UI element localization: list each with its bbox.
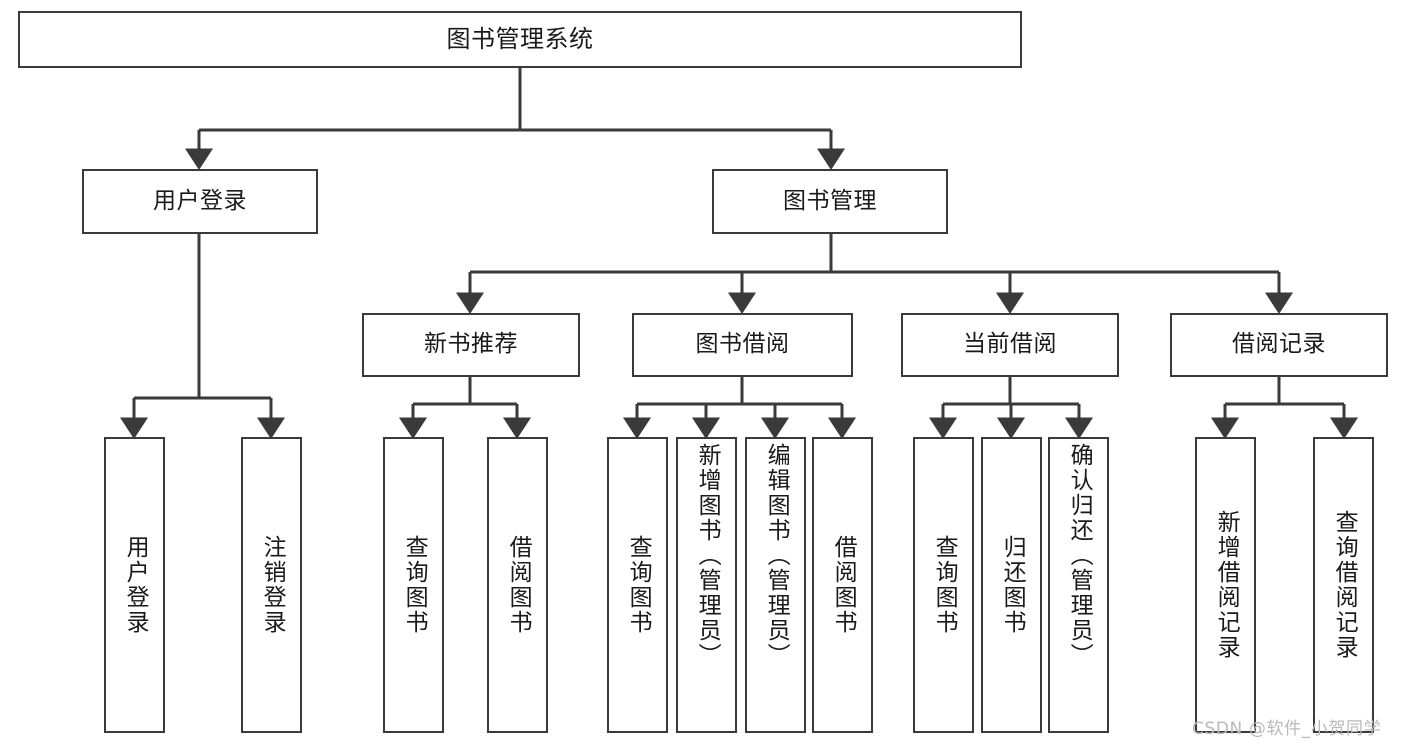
leaf-current-return-book[interactable]: 归还图书 <box>981 437 1042 733</box>
node-label: 新增图书（管理员） <box>694 443 721 668</box>
node-label: 归还图书 <box>999 535 1026 635</box>
node-borrow-record[interactable]: 借阅记录 <box>1170 313 1388 377</box>
node-label: 图书管理 <box>783 187 877 214</box>
leaf-borrow-borrow-book[interactable]: 借阅图书 <box>812 437 873 733</box>
node-label: 借阅记录 <box>1232 331 1326 358</box>
csdn-watermark: CSDN @软件_小贺同学 <box>1192 719 1382 739</box>
node-label: 注销登录 <box>259 535 286 635</box>
node-label: 编辑图书（管理员） <box>763 443 790 668</box>
leaf-user-login-signin[interactable]: 用户登录 <box>104 437 165 733</box>
node-label: 查询图书 <box>625 535 652 635</box>
node-user-login[interactable]: 用户登录 <box>82 169 318 234</box>
node-root-system[interactable]: 图书管理系统 <box>18 11 1022 68</box>
node-label: 借阅图书 <box>830 535 857 635</box>
leaf-current-query-book[interactable]: 查询图书 <box>913 437 974 733</box>
node-label: 当前借阅 <box>963 331 1057 358</box>
node-label: 借阅图书 <box>505 535 532 635</box>
node-label: 查询图书 <box>401 535 428 635</box>
node-label: 新书推荐 <box>424 331 518 358</box>
leaf-current-confirm-return-admin[interactable]: 确认归还（管理员） <box>1048 437 1109 733</box>
leaf-borrow-query-book[interactable]: 查询图书 <box>607 437 668 733</box>
leaf-user-login-signout[interactable]: 注销登录 <box>241 437 302 733</box>
node-book-borrow[interactable]: 图书借阅 <box>632 313 853 377</box>
leaf-record-add-record[interactable]: 新增借阅记录 <box>1195 437 1256 733</box>
node-label: 确认归还（管理员） <box>1066 443 1093 668</box>
leaf-new-book-query[interactable]: 查询图书 <box>383 437 444 733</box>
node-book-management[interactable]: 图书管理 <box>712 169 948 234</box>
node-label: 查询图书 <box>931 535 958 635</box>
node-label: 图书管理系统 <box>446 25 594 54</box>
node-label: 图书借阅 <box>695 331 790 358</box>
node-current-borrow[interactable]: 当前借阅 <box>901 313 1119 377</box>
node-label: 用户登录 <box>122 535 149 635</box>
node-label: 用户登录 <box>153 187 247 214</box>
leaf-record-query-record[interactable]: 查询借阅记录 <box>1313 437 1374 733</box>
leaf-borrow-edit-book-admin[interactable]: 编辑图书（管理员） <box>745 437 806 733</box>
node-new-book-recommend[interactable]: 新书推荐 <box>362 313 580 377</box>
node-label: 新增借阅记录 <box>1213 510 1240 660</box>
node-label: 查询借阅记录 <box>1331 510 1358 660</box>
leaf-borrow-add-book-admin[interactable]: 新增图书（管理员） <box>676 437 737 733</box>
leaf-new-book-borrow[interactable]: 借阅图书 <box>487 437 548 733</box>
